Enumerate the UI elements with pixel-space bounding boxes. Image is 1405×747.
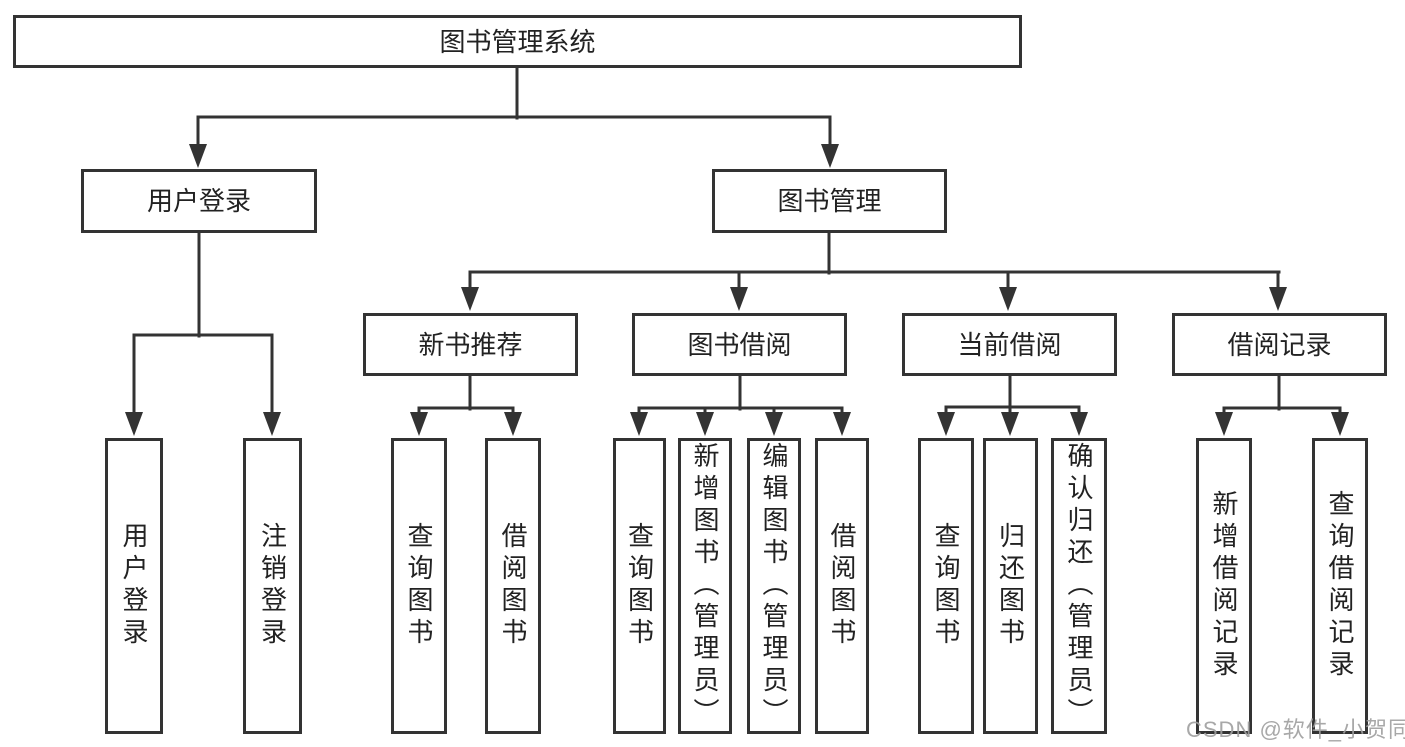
- arrowhead-borrow-records: [1269, 287, 1287, 311]
- node-book-borrow: 图书借阅: [632, 313, 847, 376]
- leaf-query-books-borrow-label: 查询图书: [624, 522, 655, 650]
- leaf-borrow-books-recommend: 借阅图书: [485, 438, 541, 734]
- arrowhead-leaf: [630, 412, 648, 436]
- leaf-query-books-recommend: 查询图书: [391, 438, 447, 734]
- leaf-user-login: 用户登录: [105, 438, 163, 734]
- leaf-query-books-current: 查询图书: [918, 438, 974, 734]
- arrowhead-book-management: [821, 144, 839, 168]
- arrowhead-new-book-recommend: [461, 287, 479, 311]
- leaf-add-borrow-record: 新增借阅记录: [1196, 438, 1252, 734]
- leaf-return-book-label: 归还图书: [995, 522, 1026, 650]
- arrowhead-leaf: [410, 412, 428, 436]
- leaf-return-book: 归还图书: [983, 438, 1038, 734]
- node-user-login: 用户登录: [81, 169, 317, 233]
- arrowhead-current-borrow: [999, 287, 1017, 311]
- leaf-add-book-admin-label: 新增图书（管理员）: [690, 442, 720, 730]
- arrowhead-user-login: [189, 144, 207, 168]
- arrowhead-leaf: [765, 412, 783, 436]
- leaf-confirm-return-admin-label: 确认归还（管理员）: [1064, 442, 1094, 730]
- node-book-management-label: 图书管理: [777, 186, 882, 216]
- leaf-logout: 注销登录: [243, 438, 302, 734]
- leaf-query-books-current-label: 查询图书: [931, 522, 961, 650]
- node-new-book-recommend: 新书推荐: [363, 313, 578, 376]
- node-borrow-records: 借阅记录: [1172, 313, 1387, 376]
- node-current-borrow: 当前借阅: [902, 313, 1117, 376]
- arrowhead-leaf: [1001, 412, 1019, 436]
- leaf-add-book-admin: 新增图书（管理员）: [678, 438, 732, 734]
- leaf-query-books-borrow: 查询图书: [613, 438, 666, 734]
- node-root: 图书管理系统: [13, 15, 1022, 68]
- node-borrow-records-label: 借阅记录: [1227, 329, 1332, 360]
- leaf-borrow-books: 借阅图书: [815, 438, 869, 734]
- leaf-edit-book-admin-label: 编辑图书（管理员）: [759, 442, 789, 730]
- leaf-query-books-recommend-label: 查询图书: [404, 522, 434, 650]
- arrowhead-leaf: [833, 412, 851, 436]
- csdn-watermark: CSDN @软件_小贺同学: [1186, 717, 1405, 742]
- arrowhead-leaf-user-login: [125, 412, 143, 436]
- leaf-borrow-books-recommend-label: 借阅图书: [498, 522, 528, 650]
- arrowhead-leaf: [504, 412, 522, 436]
- leaf-query-borrow-record: 查询借阅记录: [1312, 438, 1368, 734]
- arrowhead-leaf: [1070, 412, 1088, 436]
- arrowhead-book-borrow: [730, 287, 748, 311]
- arrowhead-leaf: [937, 412, 955, 436]
- leaf-add-borrow-record-label: 新增借阅记录: [1209, 490, 1239, 682]
- arrowhead-leaf: [1331, 412, 1349, 436]
- leaf-user-login-label: 用户登录: [119, 522, 149, 650]
- leaf-query-borrow-record-label: 查询借阅记录: [1325, 490, 1355, 682]
- leaf-logout-label: 注销登录: [257, 522, 288, 650]
- arrowhead-leaf-logout: [263, 412, 281, 436]
- leaf-edit-book-admin: 编辑图书（管理员）: [747, 438, 801, 734]
- node-book-management: 图书管理: [712, 169, 947, 233]
- node-user-login-label: 用户登录: [146, 186, 251, 216]
- arrowhead-leaf: [696, 412, 714, 436]
- node-current-borrow-label: 当前借阅: [957, 329, 1062, 360]
- node-root-label: 图书管理系统: [439, 26, 596, 57]
- leaf-borrow-books-label: 借阅图书: [827, 522, 857, 650]
- node-book-borrow-label: 图书借阅: [687, 329, 792, 360]
- node-new-book-recommend-label: 新书推荐: [418, 329, 523, 360]
- leaf-confirm-return-admin: 确认归还（管理员）: [1051, 438, 1107, 734]
- arrowhead-leaf: [1215, 412, 1233, 436]
